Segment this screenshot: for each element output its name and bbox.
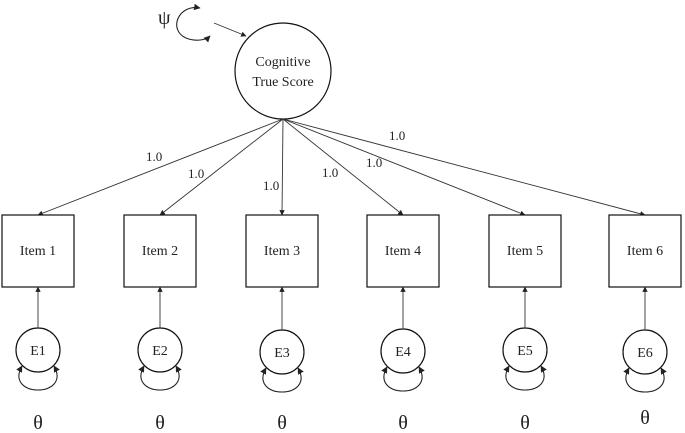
loading-label-1: 1.0: [146, 149, 162, 164]
item-label-5: Item 5: [507, 244, 543, 259]
psi-to-latent-arrow: [213, 22, 247, 37]
loading-path-2: [159, 118, 284, 216]
latent-variance: ψ: [158, 3, 247, 43]
item-label-6: Item 6: [627, 244, 663, 259]
loading-path-6: [282, 118, 646, 217]
theta-symbol-2: θ: [155, 412, 165, 433]
error-label-6: E6: [637, 346, 653, 361]
latent-factor: Cognitive True Score: [234, 22, 332, 120]
item-label-4: Item 4: [385, 244, 421, 259]
error-variance-loop-1: [16, 365, 60, 391]
error-variance-loop-5: [503, 365, 547, 391]
latent-label-line2: True Score: [252, 75, 313, 90]
psi-symbol: ψ: [158, 7, 171, 29]
item-box-6: [608, 214, 682, 288]
theta-symbol-5: θ: [520, 412, 530, 433]
loading-path-5: [282, 118, 526, 216]
error-label-3: E3: [274, 346, 290, 361]
item-group-4: Item 4 E4 θ: [366, 214, 440, 433]
item-box-2: [123, 214, 197, 288]
item-group-3: Item 3 E3 θ: [245, 214, 319, 433]
psi-loop: [176, 3, 211, 43]
loading-label-6: 1.0: [389, 128, 405, 143]
error-label-4: E4: [395, 345, 411, 360]
error-label-2: E2: [152, 344, 168, 359]
item-box-1: [1, 214, 75, 288]
item-label-3: Item 3: [264, 244, 300, 259]
error-variance-loop-6: [623, 367, 667, 393]
item-group-1: Item 1 E1 θ: [1, 214, 75, 433]
loading-label-5: 1.0: [366, 155, 382, 170]
loading-path-1: [37, 118, 284, 216]
loading-label-4: 1.0: [322, 165, 338, 180]
loading-path-4: [282, 118, 404, 216]
theta-symbol-3: θ: [277, 412, 287, 433]
item-box-3: [245, 214, 319, 288]
item-group-6: Item 6 E6 θ: [608, 214, 682, 429]
error-variance-loop-3: [260, 367, 304, 393]
latent-label-line1: Cognitive: [255, 55, 310, 70]
loading-path-3: [279, 118, 285, 216]
theta-symbol-6: θ: [640, 407, 650, 429]
error-variance-loop-2: [138, 365, 182, 391]
item-group-5: Item 5 E5 θ: [488, 214, 562, 433]
error-label-1: E1: [30, 344, 46, 359]
item-group-2: Item 2 E2 θ: [123, 214, 197, 433]
item-label-1: Item 1: [20, 244, 56, 259]
loading-label-3: 1.0: [263, 178, 279, 193]
loading-paths: 1.0 1.0 1.0 1.0 1.0 1.0: [37, 118, 646, 217]
loading-label-2: 1.0: [188, 166, 204, 181]
item-box-4: [366, 214, 440, 288]
theta-symbol-1: θ: [33, 412, 43, 433]
theta-symbol-4: θ: [398, 412, 408, 433]
item-box-5: [488, 214, 562, 288]
error-label-5: E5: [517, 344, 533, 359]
item-label-2: Item 2: [142, 244, 178, 259]
error-variance-loop-4: [381, 366, 425, 392]
latent-circle: [234, 22, 332, 120]
